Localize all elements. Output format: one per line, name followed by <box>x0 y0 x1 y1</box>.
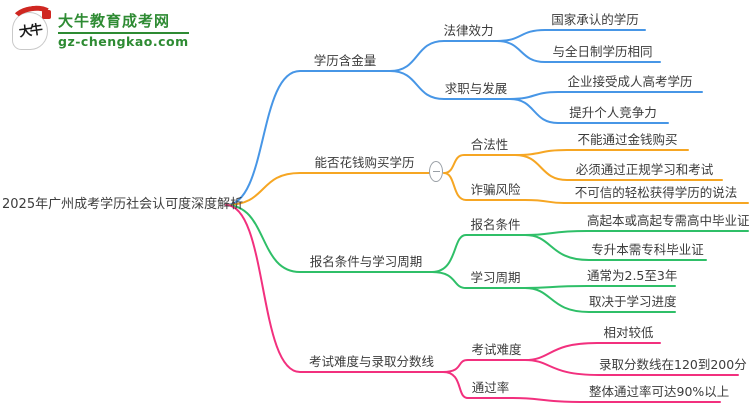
logo-bubble-text: 大牛 <box>18 22 42 40</box>
leaf-study-years[interactable]: 通常为2.5至3年 <box>587 268 678 283</box>
subtopic-legality[interactable]: 合法性 <box>470 137 509 152</box>
leaf-state-recognized[interactable]: 国家承认的学历 <box>551 12 639 27</box>
branch-enrollment[interactable]: 报名条件与学习周期 <box>309 254 423 269</box>
subtopic-exam-difficulty[interactable]: 考试难度 <box>471 342 522 357</box>
site-logo: 大牛 大牛教育成考网 gz-chengkao.com <box>9 3 189 50</box>
branch-difficulty[interactable]: 考试难度与录取分数线 <box>308 354 434 369</box>
connector-difficulty-exam <box>442 359 526 373</box>
connector-root-buy <box>225 172 430 206</box>
connector-requirements-highschool <box>524 230 749 236</box>
connector-enrollment-period <box>431 271 526 289</box>
logo-red-seal-icon <box>42 10 51 19</box>
leaf-same-as-fulltime[interactable]: 与全日制学历相同 <box>552 44 653 59</box>
connector-exam-score <box>524 359 739 376</box>
subtopic-requirements[interactable]: 报名条件 <box>470 217 521 232</box>
connector-quality-career <box>389 70 511 100</box>
subtopic-legal-effect[interactable]: 法律效力 <box>443 23 494 38</box>
leaf-highschool-diploma[interactable]: 高起本或高起专需高中毕业证 <box>587 213 750 228</box>
connector-legal-state <box>496 29 646 42</box>
subtopic-pass-rate[interactable]: 通过率 <box>471 380 510 395</box>
leaf-competitiveness[interactable]: 提升个人竞争力 <box>569 105 657 120</box>
connector-career-enterprise <box>509 91 703 100</box>
connector-fraud-unreliable <box>524 199 749 204</box>
leaf-relatively-low[interactable]: 相对较低 <box>603 325 654 340</box>
subtopic-study-period[interactable]: 学习周期 <box>470 270 521 285</box>
connector-root-enrollment <box>225 204 433 273</box>
connector-period-years <box>524 285 676 289</box>
connector-buy-fraud <box>443 172 526 201</box>
logo-bubble-icon: 大牛 <box>9 3 57 50</box>
connector-period-progress <box>524 287 676 313</box>
connector-requirements-college <box>524 234 707 261</box>
branch-quality[interactable]: 学历含金量 <box>313 53 377 68</box>
site-url: gz-chengkao.com <box>58 34 189 49</box>
connector-passrate-overall <box>512 397 721 403</box>
connector-quality-legal <box>389 40 498 72</box>
leaf-admission-score[interactable]: 录取分数线在120到200分 <box>599 357 747 372</box>
connector-career-competitive <box>509 98 669 124</box>
connector-exam-low <box>524 342 661 361</box>
leaf-unreliable-claims[interactable]: 不可信的轻松获得学历的说法 <box>574 185 738 200</box>
leaf-formal-study[interactable]: 必须通过正规学习和考试 <box>575 162 714 177</box>
connector-legality-cannotbuy <box>514 149 689 156</box>
leaf-depends-progress[interactable]: 取决于学习进度 <box>589 294 677 309</box>
subtopic-fraud-risk[interactable]: 诈骗风险 <box>470 182 521 197</box>
logo-divider <box>58 32 189 34</box>
collapse-minus-icon[interactable] <box>429 161 443 182</box>
root-topic[interactable]: 2025年广州成考学历社会认可度深度解析 <box>2 197 244 212</box>
connector-enrollment-requirements <box>431 234 526 273</box>
connector-legal-fulltime <box>496 40 661 63</box>
connector-root-quality <box>225 70 391 206</box>
site-name: 大牛教育成考网 <box>58 12 171 30</box>
leaf-cannot-buy[interactable]: 不能通过金钱购买 <box>577 132 678 147</box>
minus-glyph <box>432 171 440 172</box>
leaf-overall-pass-rate[interactable]: 整体通过率可达90%以上 <box>589 384 730 399</box>
connector-root-difficulty <box>225 204 444 373</box>
subtopic-career-development[interactable]: 求职与发展 <box>444 81 508 96</box>
connector-legality-formalstudy <box>514 154 723 181</box>
leaf-college-diploma[interactable]: 专升本需专科毕业证 <box>591 242 704 257</box>
branch-buy-degree[interactable]: 能否花钱购买学历 <box>314 155 415 170</box>
leaf-enterprise-accept[interactable]: 企业接受成人高考学历 <box>567 74 693 89</box>
connector-difficulty-passrate <box>442 371 514 399</box>
connector-buy-legality <box>443 154 516 174</box>
